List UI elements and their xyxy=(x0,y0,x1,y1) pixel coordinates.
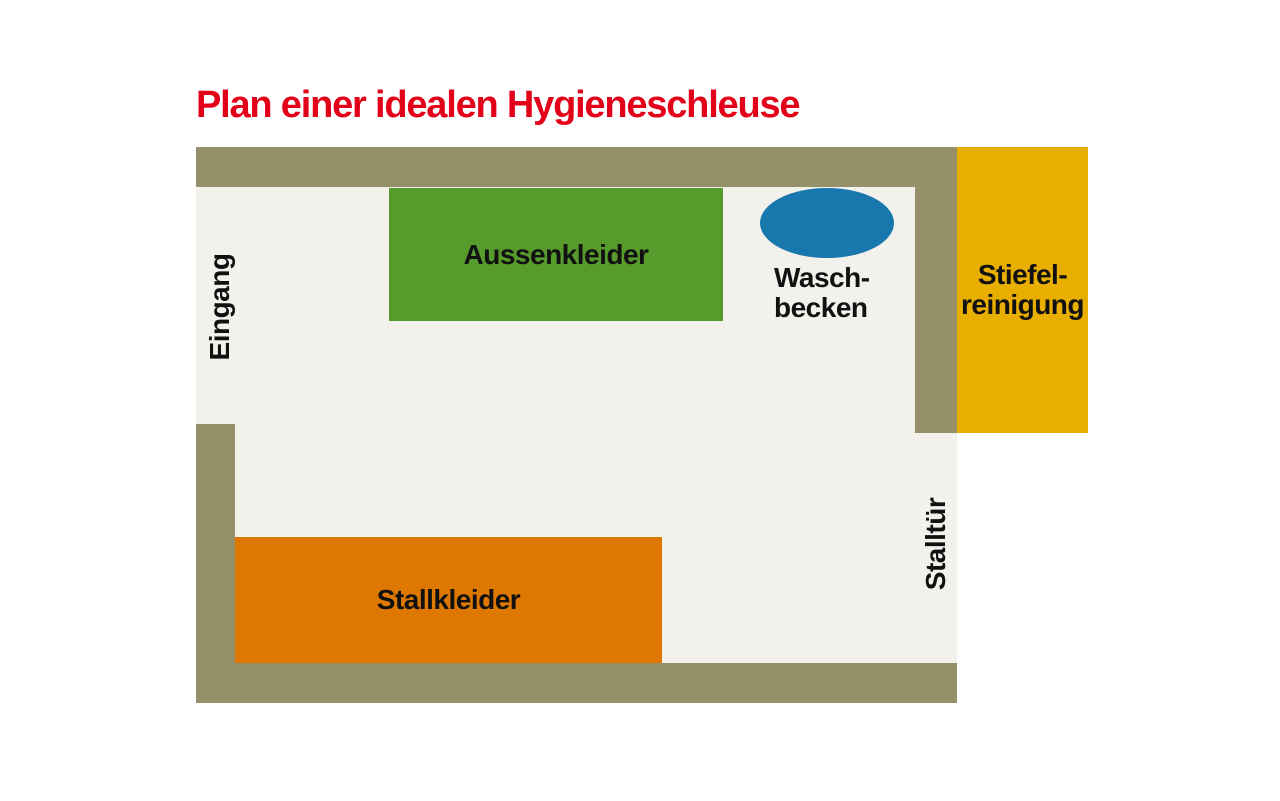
wall-bottom xyxy=(196,663,957,703)
boot-cleaning-label-line1: Stiefel- xyxy=(977,259,1068,290)
wall-right xyxy=(915,147,957,433)
zone-outdoor-clothes: Aussenkleider xyxy=(389,188,723,321)
washbasin-ellipse xyxy=(760,188,894,258)
zone-boot-cleaning: Stiefel- reinigung xyxy=(957,147,1088,433)
washbasin-label-line1: Wasch- xyxy=(774,262,870,293)
entrance-label-text: Eingang xyxy=(204,253,235,361)
diagram-title: Plan einer idealen Hygieneschleuse xyxy=(196,84,801,126)
wall-left xyxy=(196,424,235,703)
outdoor-clothes-label: Aussenkleider xyxy=(463,238,649,270)
boot-cleaning-label-line2: reinigung xyxy=(960,289,1085,320)
stable-clothes-label: Stallkleider xyxy=(376,584,521,615)
wall-top xyxy=(196,147,957,187)
washbasin-label-line2: becken xyxy=(774,292,868,323)
floor-plan: Aussenkleider Wasch- becken Stiefel- rei… xyxy=(196,147,1088,703)
washbasin-label: Wasch- becken xyxy=(774,263,870,323)
zone-stable-clothes: Stallkleider xyxy=(235,537,662,663)
stable-door-label-text: Stalltür xyxy=(920,497,951,591)
